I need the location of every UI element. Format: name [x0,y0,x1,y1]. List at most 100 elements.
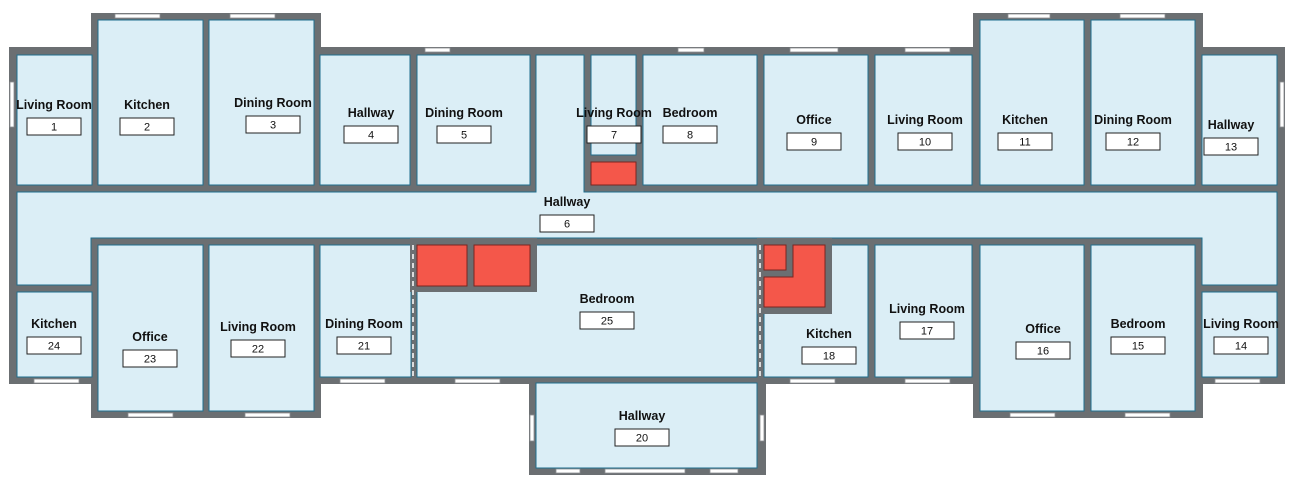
room-number-box [586,125,642,144]
room-label-14: Living Room 14 [1203,317,1279,355]
room-area-22[interactable] [208,244,315,412]
room-area-3[interactable] [208,19,315,186]
room-number: 9 [811,137,817,149]
room-label-2: Kitchen 2 [119,98,175,136]
room-area-10[interactable] [874,54,973,186]
room-number-box [897,132,953,151]
room-name: Living Room [576,106,652,120]
room-number: 6 [564,219,570,231]
room-label-6: Hallway 6 [539,195,595,233]
room-number-box [119,117,175,136]
room-name: Living Room [889,302,965,316]
room-number-box [662,125,718,144]
room-number: 23 [144,354,156,366]
room-name: Hallway [544,195,591,209]
room-number-box [26,117,82,136]
shaft-block [763,244,826,308]
room-number-box [997,132,1053,151]
room-area-6[interactable] [16,54,1278,286]
room-number-box [539,214,595,233]
room-number: 18 [823,351,835,363]
room-label-17: Living Room 17 [889,302,965,340]
room-area-13[interactable] [1201,54,1278,186]
room-number-box [1213,336,1269,355]
room-label-5: Dining Room 5 [425,106,503,144]
room-number-box [122,349,178,368]
room-number: 8 [687,130,693,142]
room-area-12[interactable] [1090,19,1196,186]
room-number: 24 [48,341,60,353]
room-area-4[interactable] [319,54,411,186]
partition-lines [412,245,761,377]
room-number-box [579,311,635,330]
room-number: 2 [144,122,150,134]
room-label-1: Living Room 1 [16,98,92,136]
room-name: Office [1025,322,1060,336]
room-number: 11 [1019,137,1030,149]
room-name: Kitchen [806,327,852,341]
room-name: Dining Room [425,106,503,120]
room-area-21[interactable] [319,244,412,378]
room-name: Bedroom [580,292,635,306]
room-area-23[interactable] [97,244,204,412]
room-area-17[interactable] [874,244,973,378]
room-number-box [336,336,392,355]
room-name: Living Room [16,98,92,112]
room-number: 22 [252,344,264,356]
room-name: Office [796,113,831,127]
room-number: 17 [921,326,933,338]
room-area-24[interactable] [16,291,93,378]
room-name: Bedroom [1111,317,1166,331]
room-area-8[interactable] [642,54,758,186]
room-label-9: Office 9 [786,113,842,151]
room-name: Office [132,330,167,344]
room-area-5[interactable] [416,54,531,186]
room-name: Kitchen [31,317,77,331]
shaft-block [590,161,637,186]
room-name: Dining Room [1094,113,1172,127]
room-number: 14 [1235,341,1247,353]
room-area-2[interactable] [97,19,204,186]
room-area-14[interactable] [1201,291,1278,378]
room-area-11[interactable] [979,19,1085,186]
room-number-box [614,428,670,447]
room-name: Kitchen [124,98,170,112]
room-number: 5 [461,130,467,142]
room-name: Living Room [887,113,963,127]
room-number: 10 [919,137,931,149]
room-number-box [436,125,492,144]
room-number: 13 [1225,142,1237,154]
room-area-15[interactable] [1090,244,1196,412]
room-name: Dining Room [234,96,312,110]
room-label-24: Kitchen 24 [26,317,82,355]
room-name: Living Room [1203,317,1279,331]
room-name: Bedroom [663,106,718,120]
room-area-16[interactable] [979,244,1085,412]
room-area-20[interactable] [535,382,758,469]
room-number-box [1015,341,1071,360]
room-name: Living Room [220,320,296,334]
room-number: 1 [51,122,57,134]
room-area-9[interactable] [763,54,869,186]
room-number-box [343,125,399,144]
room-label-25: Bedroom 25 [579,292,635,330]
room-label-22: Living Room 22 [220,320,296,358]
room-name: Dining Room [325,317,403,331]
room-label-18: Kitchen 18 [801,327,857,365]
shaft-block [416,244,468,287]
room-number-box [899,321,955,340]
room-number-box [230,339,286,358]
room-number: 25 [601,316,613,328]
room-label-23: Office 23 [122,330,178,368]
room-number-box [26,336,82,355]
